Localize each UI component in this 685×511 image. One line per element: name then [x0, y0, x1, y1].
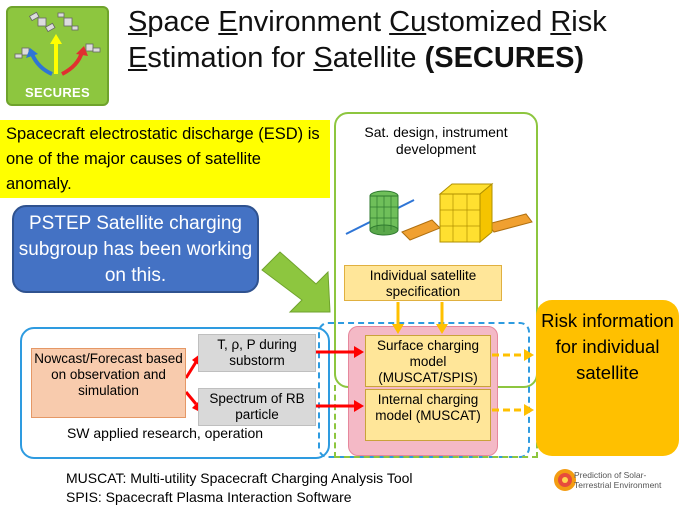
pste-logo-text: Prediction of Solar-Terrestrial Environm… [574, 470, 662, 490]
title-segment: atellite [332, 42, 425, 74]
internal-charging-model-box: Internal charging model (MUSCAT) [365, 389, 491, 441]
footnote-muscat: MUSCAT: Multi-utility Spacecraft Chargin… [66, 470, 413, 486]
footnote-spis: SPIS: Spacecraft Plasma Interaction Soft… [66, 489, 352, 505]
box-satellite-icon [401, 182, 533, 244]
title-segment: S [128, 6, 148, 38]
secures-logo: SECURES [6, 6, 109, 106]
satellites-icon [14, 11, 101, 76]
sat-design-label: Sat. design, instrument development [364, 124, 508, 157]
title-segment: R [550, 6, 572, 38]
pste-spiral-icon [554, 469, 576, 491]
page-title: Space Environment Customized Risk Estima… [128, 4, 678, 76]
risk-information-box: Risk information for individual satellit… [536, 300, 679, 456]
logo-label: SECURES [25, 85, 90, 100]
title-segment: stomized [426, 6, 551, 38]
title-segment: stimation for [147, 42, 314, 74]
title-segment: S [313, 42, 333, 74]
cylinder-satellite-icon [345, 190, 415, 236]
satellite-spec-box: Individual satellite specification [344, 265, 502, 301]
sw-research-label: SW applied research, operation [66, 425, 264, 441]
rb-spectrum-box: Spectrum of RB particle [198, 388, 316, 426]
pstep-box: PSTEP Satellite charging subgroup has be… [12, 205, 259, 293]
surface-charging-model-box: Surface charging model (MUSCAT/SPIS) [365, 335, 491, 387]
title-acronym: (SECURES) [424, 42, 585, 74]
substorm-params-box: T, ρ, P during substorm [198, 334, 316, 372]
title-line-1: Space Environment Customized Risk [128, 4, 678, 40]
title-segment: nvironment [237, 6, 390, 38]
title-segment: Cu [389, 6, 427, 38]
nowcast-arrow-up [184, 361, 198, 379]
title-segment: E [128, 42, 148, 74]
title-segment: pace [147, 6, 219, 38]
title-line-2: Estimation for Satellite (SECURES) [128, 40, 678, 76]
satellite-drawings [345, 182, 533, 244]
nowcast-forecast-box: Nowcast/Forecast based on observation an… [31, 348, 186, 418]
nowcast-arrow-down [184, 391, 198, 405]
title-segment: isk [571, 6, 607, 38]
intro-text-box: Spacecraft electrostatic discharge (ESD)… [0, 120, 330, 198]
green-arrow [261, 251, 331, 313]
title-segment: E [218, 6, 238, 38]
